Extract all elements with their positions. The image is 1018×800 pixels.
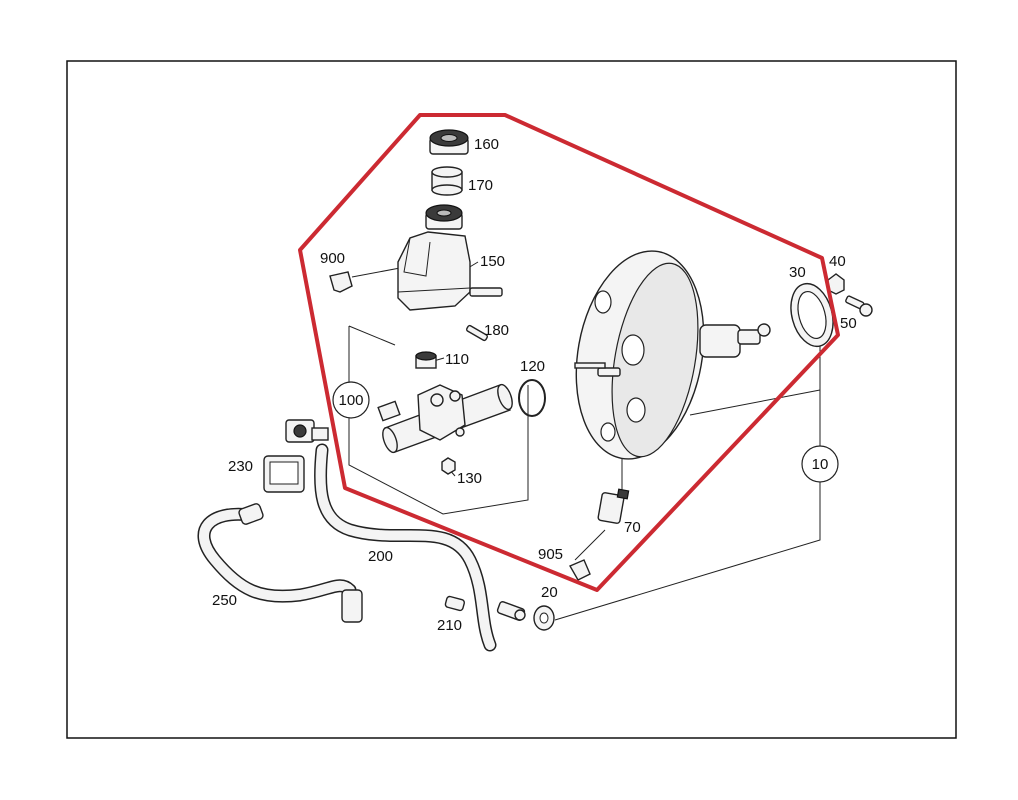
label-210: 210 — [437, 617, 462, 634]
clip-905 — [569, 559, 591, 581]
label-40: 40 — [829, 253, 846, 270]
leader-10-top — [689, 389, 821, 416]
label-230: 230 — [228, 458, 253, 475]
label-170: 170 — [468, 177, 493, 194]
fitting — [496, 601, 526, 621]
seal-ring-170 — [431, 166, 463, 196]
label-50: 50 — [840, 315, 857, 332]
sensor-70 — [597, 488, 630, 524]
label-30: 30 — [789, 264, 806, 281]
label-130: 130 — [457, 470, 482, 487]
grommet-110 — [415, 351, 437, 369]
grommet-20 — [533, 605, 555, 631]
o-ring-120 — [518, 379, 546, 417]
leader-905 — [574, 529, 606, 561]
label-900: 900 — [320, 250, 345, 267]
reservoir-150 — [397, 204, 503, 311]
gasket-30 — [790, 282, 834, 348]
group-box-100 — [348, 326, 529, 515]
hose-200 — [314, 443, 497, 652]
highlight-outline — [298, 113, 840, 592]
label-100: 100 — [338, 392, 363, 409]
label-120: 120 — [520, 358, 545, 375]
label-20: 20 — [541, 584, 558, 601]
check-valve — [285, 419, 329, 443]
leader-100-top — [348, 325, 396, 346]
master-cylinder-100 — [377, 383, 513, 454]
callout-circle-10 — [801, 445, 839, 483]
label-250: 250 — [212, 592, 237, 609]
brake-booster — [574, 250, 771, 460]
bolt-50 — [845, 295, 873, 317]
label-200: 200 — [368, 548, 393, 565]
label-10: 10 — [812, 456, 829, 473]
label-70: 70 — [624, 519, 641, 536]
pin-180 — [466, 324, 488, 342]
bracket-230 — [263, 455, 305, 493]
sleeve-210 — [444, 595, 466, 612]
cap-160 — [429, 129, 469, 155]
callout-circle-100 — [332, 381, 370, 419]
label-160: 160 — [474, 136, 499, 153]
nut-130 — [441, 457, 456, 475]
group-line-10 — [554, 330, 821, 621]
label-905: 905 — [538, 546, 563, 563]
clip-900 — [329, 271, 353, 293]
label-110: 110 — [445, 351, 469, 368]
label-180: 180 — [484, 322, 509, 339]
label-150: 150 — [480, 253, 505, 270]
hose-250 — [197, 503, 363, 623]
leader-900 — [351, 267, 401, 278]
